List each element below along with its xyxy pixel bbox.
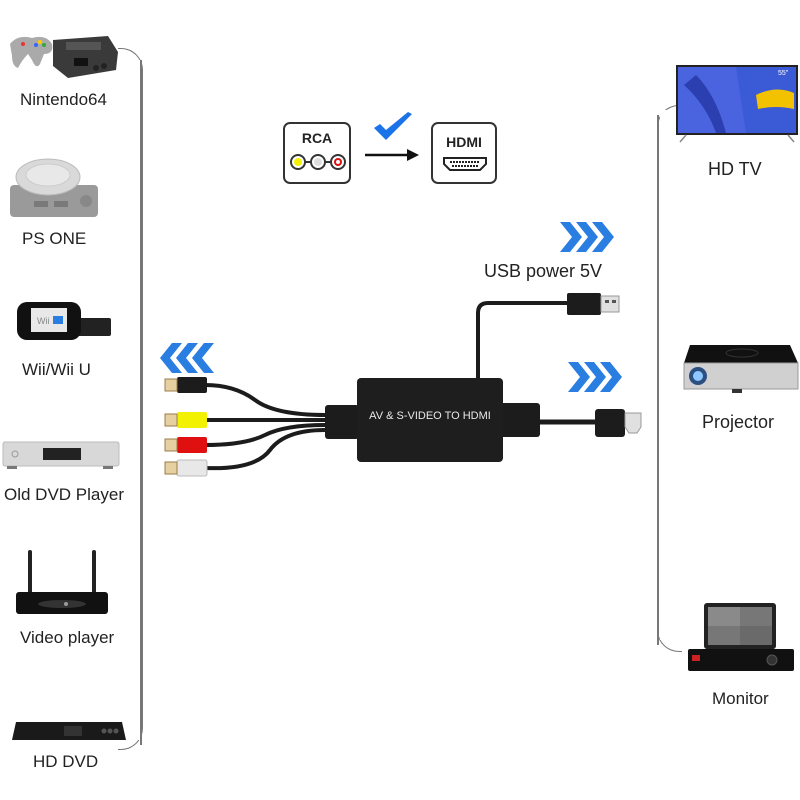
tv-size-badge: 55": [778, 70, 789, 77]
right-bracket-spine: [657, 115, 659, 645]
white-rca-plug: [176, 459, 208, 477]
converter-box: AV & S-VIDEO TO HDMI: [357, 378, 503, 462]
converter-box-label: AV & S-VIDEO TO HDMI: [369, 410, 491, 422]
rca-icon-box: RCA: [283, 122, 351, 184]
usb-plug: [567, 293, 601, 315]
hdmi-icon-box: HDMI: [431, 122, 497, 184]
display-label: Projector: [702, 412, 775, 432]
checkmark-icon: [374, 112, 412, 140]
tv-icon: 55": [676, 65, 798, 143]
source-label: Old DVD Player: [4, 485, 124, 504]
display-label: Monitor: [712, 689, 769, 708]
source-label: HD DVD: [33, 752, 99, 771]
hdmi-plug: [595, 409, 625, 437]
svideo-plug: [177, 377, 207, 393]
n64-console-icon: [10, 36, 118, 78]
usb-direction-chevrons-icon: [560, 222, 614, 252]
dvd-player-icon: [2, 441, 120, 469]
right-arrow-icon: [365, 149, 419, 161]
output-direction-chevrons-icon: [568, 362, 622, 392]
source-label: Wii/Wii U: [22, 360, 91, 379]
usb-power-label: USB power 5V: [484, 261, 603, 281]
source-label: Video player: [20, 628, 115, 647]
display-label: HD TV: [708, 159, 762, 179]
projector-icon: [683, 345, 799, 393]
ps-one-console-icon: [10, 158, 98, 217]
wii-u-console-icon: Wii: [17, 302, 111, 340]
monitor-icon: [688, 603, 794, 671]
rca-label: RCA: [301, 130, 333, 146]
hdmi-label: HDMI: [446, 134, 482, 150]
source-label: Nintendo64: [20, 90, 107, 109]
source-label: PS ONE: [22, 229, 87, 248]
yellow-rca-plug: [177, 412, 207, 428]
hdmi-port-icon: [443, 157, 487, 171]
rca-plugs-icon: [290, 154, 346, 170]
svg-text:Wii: Wii: [37, 316, 50, 326]
converter-cables: [164, 293, 642, 477]
input-direction-chevrons-icon: [160, 343, 214, 373]
red-rca-plug: [177, 437, 207, 453]
hd-dvd-player-icon: [12, 722, 126, 740]
video-player-icon: [16, 550, 108, 614]
left-bracket-spine: [140, 60, 142, 745]
